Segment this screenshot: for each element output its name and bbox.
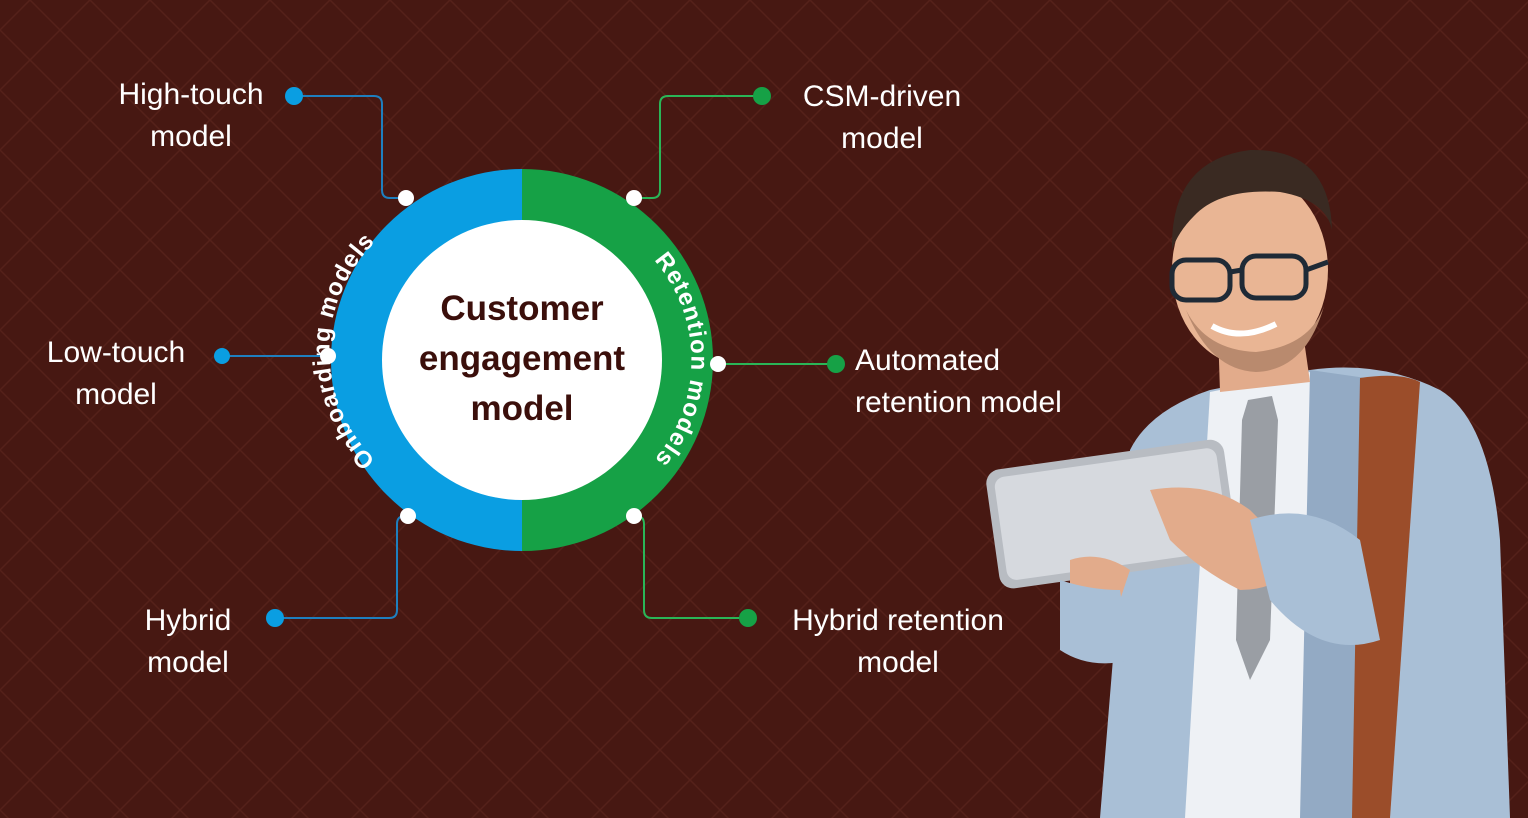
center-disc	[382, 220, 662, 500]
dot-hybrid	[266, 609, 284, 627]
label-csm-driven-model: CSM-driven model	[802, 80, 962, 155]
anchor-hybrid-retention	[626, 508, 642, 524]
dot-low-touch	[214, 348, 230, 364]
person-with-tablet-image	[986, 149, 1510, 818]
label-automated-retention-model: Automated retention model	[855, 344, 1062, 419]
dot-high-touch	[285, 87, 303, 105]
dot-automated-retention	[827, 355, 845, 373]
anchor-low-touch	[320, 348, 336, 364]
dot-hybrid-retention	[739, 609, 757, 627]
anchor-hybrid	[400, 508, 416, 524]
anchor-high-touch	[398, 190, 414, 206]
connector-csm-driven	[634, 95, 762, 199]
anchor-automated-retention	[710, 356, 726, 372]
dot-csm-driven	[753, 87, 771, 105]
anchor-csm-driven	[626, 190, 642, 206]
connector-hybrid	[275, 515, 408, 619]
label-hybrid-retention-model: Hybrid retention model	[792, 604, 1004, 679]
connector-high-touch	[294, 95, 406, 199]
center-title: Customer engagement model	[418, 289, 626, 428]
connector-hybrid-retention	[634, 515, 748, 619]
label-low-touch-model: Low-touch model	[46, 336, 186, 411]
label-hybrid-model: Hybrid model	[144, 604, 232, 679]
label-high-touch-model: High-touch model	[118, 78, 264, 153]
